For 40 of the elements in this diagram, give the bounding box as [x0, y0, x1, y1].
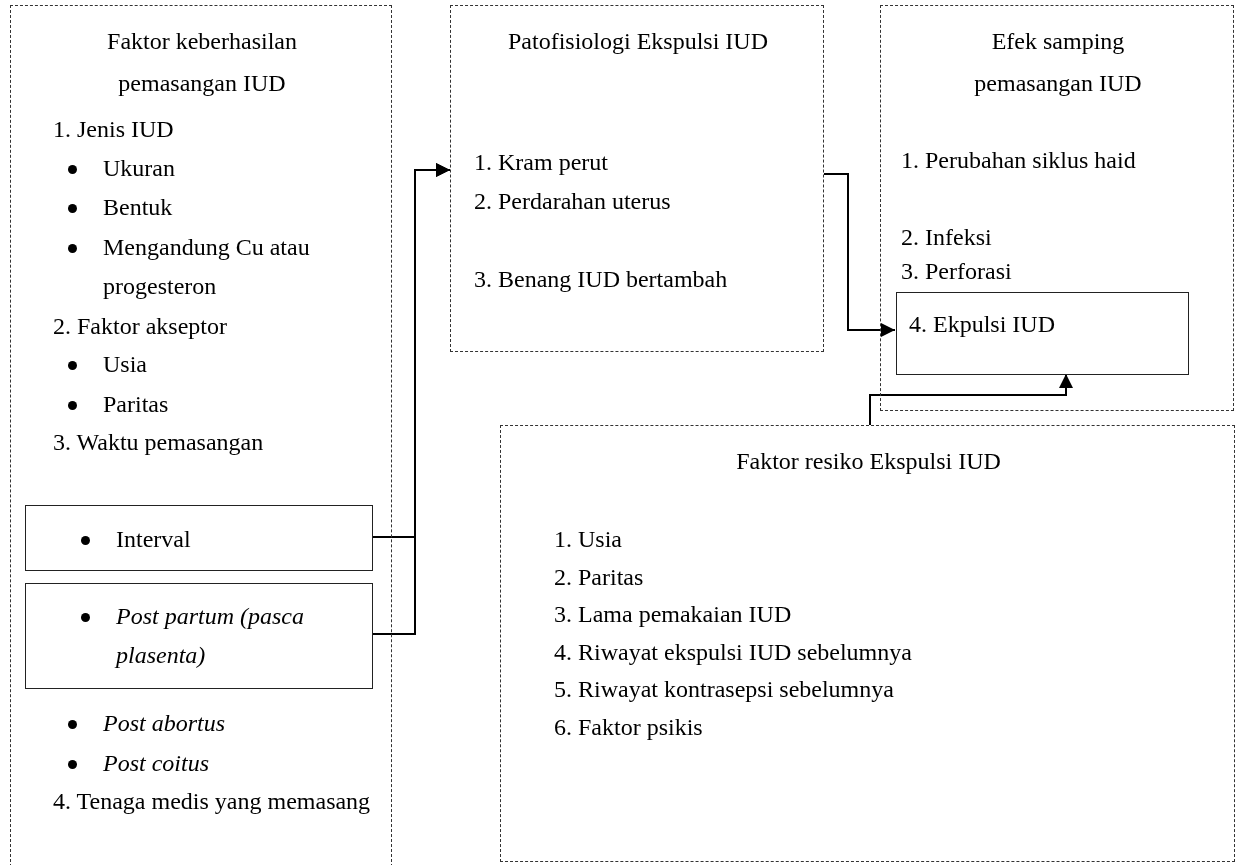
box-heading: Faktor resiko Ekspulsi IUD	[735, 447, 1002, 476]
list-item: 2. Faktor akseptor	[53, 312, 228, 341]
concept-box	[25, 505, 373, 571]
concept-box	[896, 292, 1189, 375]
list-item: Paritas	[103, 390, 170, 419]
list-item: 3. Benang IUD bertambah	[474, 265, 729, 294]
connector-arrow	[371, 163, 451, 635]
box-heading: Faktor keberhasilan pemasangan IUD	[106, 27, 298, 98]
list-item: Mengandung Cu atau progesteron	[103, 233, 311, 301]
list-item: 2. Perdarahan uterus	[474, 187, 672, 216]
list-item: 1. Kram perut	[474, 148, 609, 177]
connector-arrow	[823, 173, 896, 337]
concept-box	[500, 425, 1235, 862]
list-item: Post coitus	[103, 749, 210, 778]
concept-box	[10, 5, 392, 865]
list-item: Ukuran	[103, 154, 176, 183]
list-item: 1. Perubahan siklus haid	[901, 146, 1137, 175]
list-item: 4. Ekpulsi IUD	[909, 310, 1056, 339]
box-heading: Patofisiologi Ekspulsi IUD	[507, 27, 769, 56]
list-item: 1. Jenis IUD	[53, 115, 175, 144]
list-item: 5. Riwayat kontrasepsi sebelumnya	[554, 675, 895, 704]
list-item: 1. Usia	[554, 525, 623, 554]
concept-box	[25, 583, 373, 689]
connector-arrow	[869, 373, 1073, 426]
list-item: 3. Perforasi	[901, 257, 1013, 286]
list-item: Post partum (pasca plasenta)	[116, 602, 305, 670]
list-item: 2. Paritas	[554, 563, 645, 592]
list-item: 6. Faktor psikis	[554, 713, 704, 742]
list-item: 4. Riwayat ekspulsi IUD sebelumnya	[554, 638, 913, 667]
list-item: 4. Tenaga medis yang memasang	[53, 787, 372, 816]
list-item: Interval	[116, 525, 192, 554]
list-item: Usia	[103, 350, 148, 379]
concept-box	[880, 5, 1234, 411]
list-item: Post abortus	[103, 709, 226, 738]
list-item: 3. Lama pemakaian IUD	[554, 600, 793, 629]
list-item: 2. Infeksi	[901, 223, 993, 252]
concept-box	[450, 5, 824, 352]
box-heading: Efek samping pemasangan IUD	[973, 27, 1143, 98]
list-item: Bentuk	[103, 193, 174, 222]
list-item: 3. Waktu pemasangan	[53, 428, 265, 457]
